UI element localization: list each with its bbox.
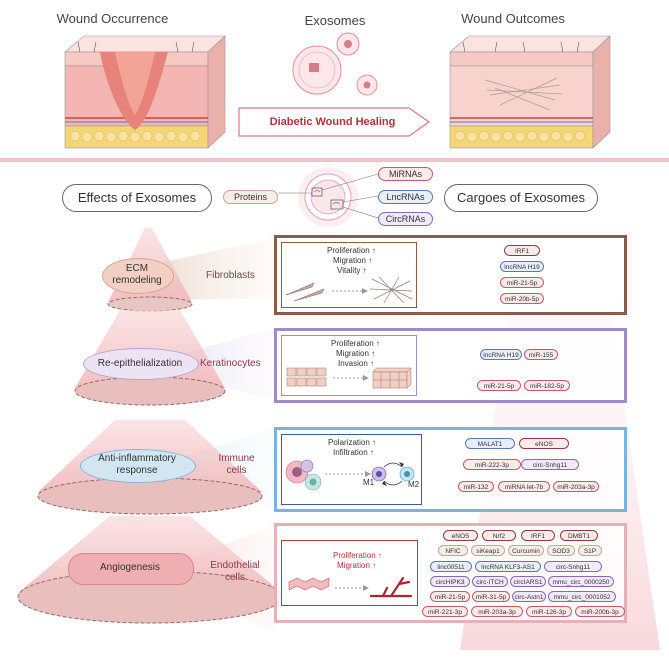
cargo-endo-19: mmu_circ_0001052 [548,591,616,602]
cell-type-immune-label: Immune cells [218,453,255,476]
cargo-imm-3: circ-Snhg11 [521,459,579,470]
cargo-endo-21: miR-203a-3p [471,606,523,617]
effect-imm-2: Infiltration ↑ [333,448,374,457]
effect-ker-3: Invasion ↑ [338,359,375,368]
inner-box-fibroblasts [281,242,417,308]
circrnas-tag: CircRNAs [378,212,433,226]
cargo-fib-2: miR-21-5p [500,277,544,288]
cargo-endo-9: linc00511 [430,561,472,572]
cargo-endo-5: siKeap1 [471,545,505,556]
effect-endo-1: Proliferation ↑ [333,551,382,560]
cell-type-endothelial: Endothelial cells [205,560,265,584]
process-oval-angiogenesis [68,553,194,585]
exosome-cluster-icon [292,32,378,96]
healed-skin-illustration [449,35,611,149]
cargo-endo-13: circ-ITCH [472,576,508,587]
cargo-endo-6: Curcumin [508,545,544,556]
cargo-ker-2: miR-21-5p [477,380,521,391]
immune-cells-icon [285,459,415,491]
cargoes-heading-label: Cargoes of Exosomes [457,190,585,205]
process-oval-inflammatory [80,449,196,483]
wound-outcomes-title: Wound Outcomes [461,11,565,26]
cargo-fib-0: IRF1 [504,245,540,256]
process-oval-ecm [102,258,174,294]
cargo-ker-1: miR-155 [524,349,558,360]
banner-text: Diabetic Wound Healing [269,116,396,128]
cargo-endo-23: miR-200b-3p [575,606,625,617]
healing-banner-arrow [238,107,431,137]
lncrnas-tag: LncRNAs [378,190,433,204]
exosome-cargo-icon [278,167,378,227]
cargo-endo-14: circIARS1 [510,576,546,587]
cargo-endo-8: S1P [578,545,602,556]
effect-fib-2: Migration ↑ [333,256,373,265]
wound-occurrence-title: Wound Occurrence [56,11,169,26]
cargo-endo-1: Nrf2 [482,530,516,541]
cell-type-fibroblasts: Fibroblasts [206,270,255,281]
wound-skin-illustration [64,35,226,149]
cargo-endo-18: circ-Astn1 [512,591,546,602]
top-panel: Wound Occurrence Exosomes Wound Outcomes [0,0,669,160]
cargo-imm-1: eNOS [519,438,569,449]
cargo-endo-4: NFIC [438,545,468,556]
cargo-imm-6: miR-203a-3p [553,481,599,492]
process-label-angiogenesis: Angiogenesis [99,562,161,573]
cargo-endo-7: SOD3 [547,545,575,556]
process-oval-reepi [83,348,199,380]
cargo-imm-5: miRNA let-7b [498,481,550,492]
keratinocyte-cells-icon [286,367,412,389]
cargo-endo-22: miR-126-3p [526,606,572,617]
cargo-fib-3: miR-20b-5p [500,293,544,304]
m2-label: M2 [408,480,420,489]
cargo-imm-2: miR-222-3p [463,459,521,470]
cargo-endo-2: IRF1 [521,530,555,541]
exosomes-title: Exosomes [304,13,366,28]
blood-vessel-icon [288,576,413,598]
cargo-fib-1: lncRNA H19 [500,261,544,272]
cargo-imm-4: miR-132 [458,481,494,492]
cargo-endo-11: circ-Snhg11 [544,561,602,572]
m1-label: M1 [363,478,375,487]
cargo-endo-0: eNOS [443,530,478,541]
section-divider [0,158,669,162]
cell-type-keratinocytes: Keratinocytes [200,358,261,369]
effect-imm-1: Polarization ↑ [328,438,377,447]
cargo-imm-0: MALAT1 [465,438,515,449]
effects-heading: Effects of Exosomes [62,184,212,212]
cell-type-immune: Immune cells [214,453,259,477]
cargo-endo-20: miR-221-3p [422,606,468,617]
process-label-inflammatory: Anti-inflammatory response [98,453,176,476]
fibroblast-cells-icon [285,276,413,304]
proteins-tag: Proteins [223,190,278,204]
cell-type-endothelial-label: Endothelial cells [210,560,260,583]
process-label-reepi: Re-epithelialization [97,358,183,369]
cargo-ker-0: lncRNA H19 [480,349,522,360]
effects-heading-label: Effects of Exosomes [77,190,197,205]
cargo-endo-3: DMBT1 [560,530,598,541]
cargo-endo-17: miR-31-5p [472,591,510,602]
effect-ker-2: Migration ↑ [336,349,376,358]
cargo-ker-3: miR-182-5p [524,380,570,391]
effect-endo-2: Migration ↑ [337,561,377,570]
cargoes-heading: Cargoes of Exosomes [444,184,598,212]
cargo-endo-15: mmu_circ_0000250 [548,576,614,587]
effect-fib-3: Vitality ↑ [337,266,367,275]
cargo-endo-10: lncRNA KLF3-AS1 [475,561,541,572]
cargo-endo-12: circHIPK3 [430,576,470,587]
effect-ker-1: Proliferation ↑ [331,339,380,348]
mirnas-tag: MiRNAs [378,167,433,181]
effect-fib-1: Proliferation ↑ [327,246,376,255]
cargo-endo-16: miR-21-5p [430,591,470,602]
process-label-ecm: ECM remodeling [112,263,162,286]
